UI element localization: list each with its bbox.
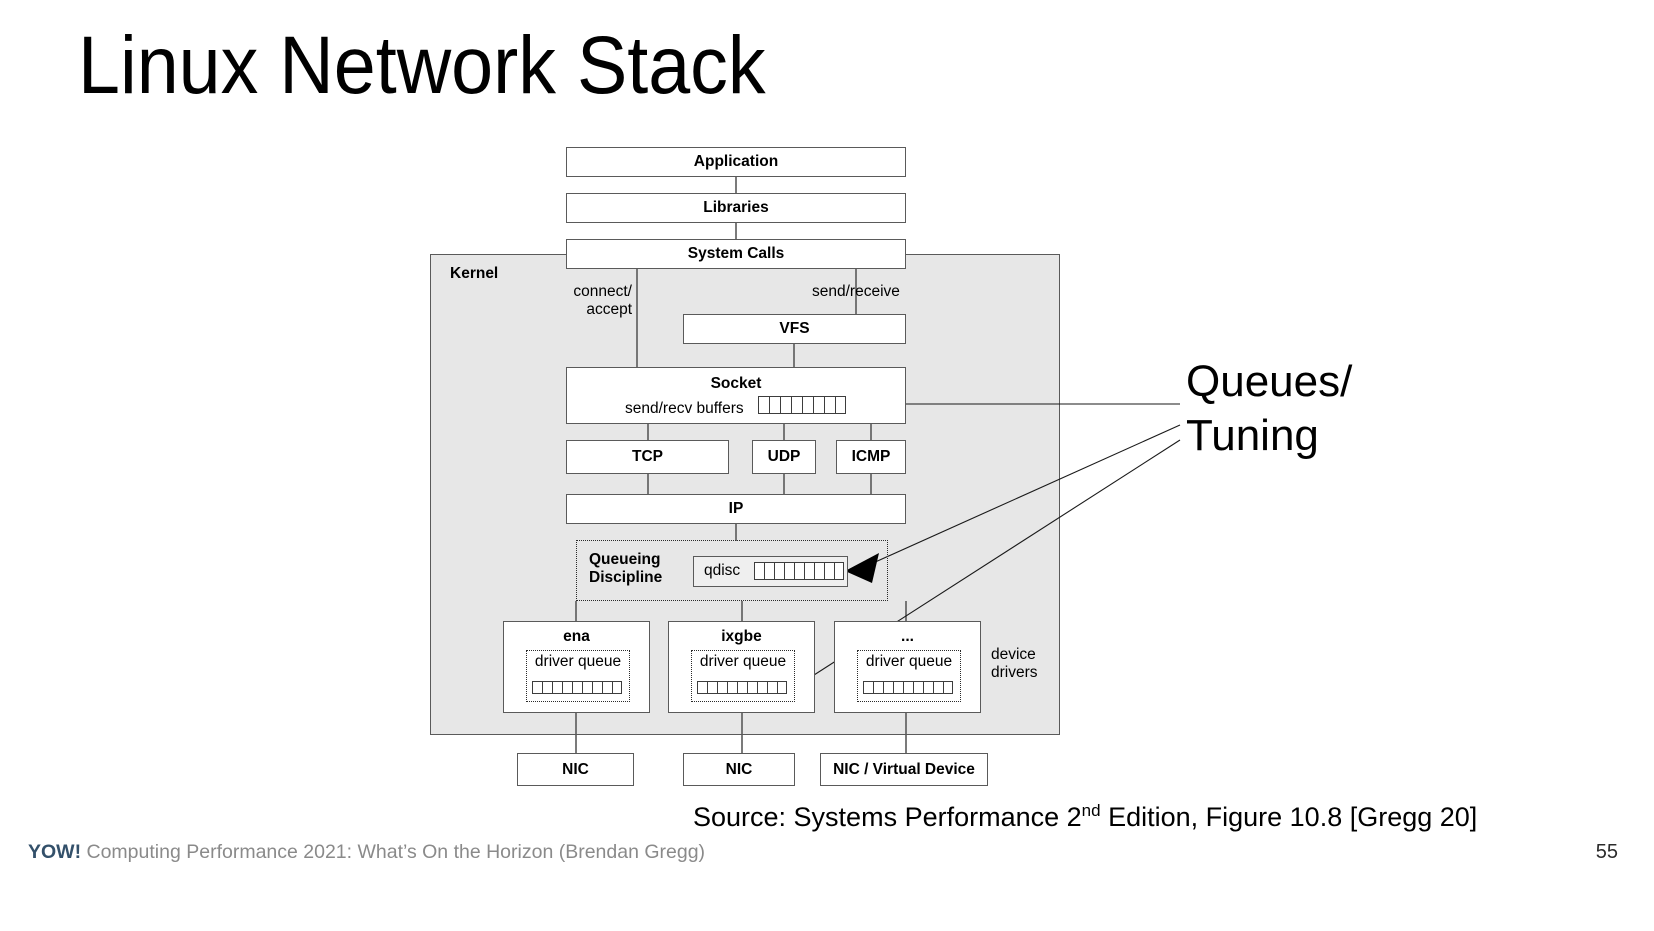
page-number: 55	[1595, 841, 1618, 863]
qdisc-label: qdisc	[704, 562, 741, 579]
driver-queue-label-other: driver queue	[865, 653, 953, 670]
source-ordinal: nd	[1081, 801, 1101, 820]
footer-brand: YOW!	[28, 841, 82, 863]
box-nic-virtual-device[interactable]: NIC / Virtual Device	[820, 753, 988, 786]
qdisc-queue	[754, 562, 844, 580]
driver-queue-label-ena: driver queue	[534, 653, 622, 670]
driver-name-other: ...	[901, 628, 914, 645]
driver-queue-cells-ena	[532, 681, 622, 694]
box-application[interactable]: Application	[566, 147, 906, 177]
box-udp[interactable]: UDP	[752, 440, 816, 474]
driver-name-ixgbe: ixgbe	[721, 628, 762, 645]
source-prefix: Source: Systems Performance 2	[693, 802, 1082, 832]
box-ip[interactable]: IP	[566, 494, 906, 524]
socket-buffer-queue	[758, 396, 846, 414]
box-icmp[interactable]: ICMP	[836, 440, 906, 474]
kernel-label: Kernel	[450, 265, 499, 282]
driver-box-ixgbe[interactable]: ixgbe driver queue	[668, 621, 815, 713]
annotation-queues-tuning: Queues/ Tuning	[1186, 357, 1353, 460]
footer-text: Computing Performance 2021: What’s On th…	[86, 841, 706, 863]
driver-name-ena: ena	[563, 628, 590, 645]
box-vfs[interactable]: VFS	[683, 314, 906, 344]
driver-queue-region-other: driver queue	[857, 650, 961, 702]
label-send-receive: send/receive	[812, 283, 900, 300]
footer: YOW! Computing Performance 2021: What’s …	[28, 841, 705, 864]
source-citation: Source: Systems Performance 2nd Edition,…	[693, 801, 1477, 833]
box-socket[interactable]: Socket send/recv buffers	[566, 367, 906, 424]
queueing-discipline-label: Queueing Discipline	[589, 551, 663, 586]
driver-queue-region-ena: driver queue	[526, 650, 630, 702]
label-connect-accept: connect/ accept	[573, 283, 632, 318]
box-tcp[interactable]: TCP	[566, 440, 729, 474]
queueing-discipline-region	[576, 540, 888, 601]
driver-queue-cells-other	[863, 681, 953, 694]
driver-queue-region-ixgbe: driver queue	[691, 650, 795, 702]
box-nic-1[interactable]: NIC	[517, 753, 634, 786]
box-libraries[interactable]: Libraries	[566, 193, 906, 223]
driver-box-other[interactable]: ... driver queue	[834, 621, 981, 713]
socket-subtitle: send/recv buffers	[625, 400, 744, 417]
box-nic-2[interactable]: NIC	[683, 753, 795, 786]
driver-box-ena[interactable]: ena driver queue	[503, 621, 650, 713]
driver-queue-label-ixgbe: driver queue	[699, 653, 787, 670]
socket-title: Socket	[710, 375, 762, 392]
driver-queue-cells-ixgbe	[697, 681, 787, 694]
page-title: Linux Network Stack	[78, 20, 766, 111]
label-device-drivers: device drivers	[991, 646, 1038, 681]
box-system-calls[interactable]: System Calls	[566, 239, 906, 269]
source-suffix: Edition, Figure 10.8 [Gregg 20]	[1100, 802, 1478, 832]
